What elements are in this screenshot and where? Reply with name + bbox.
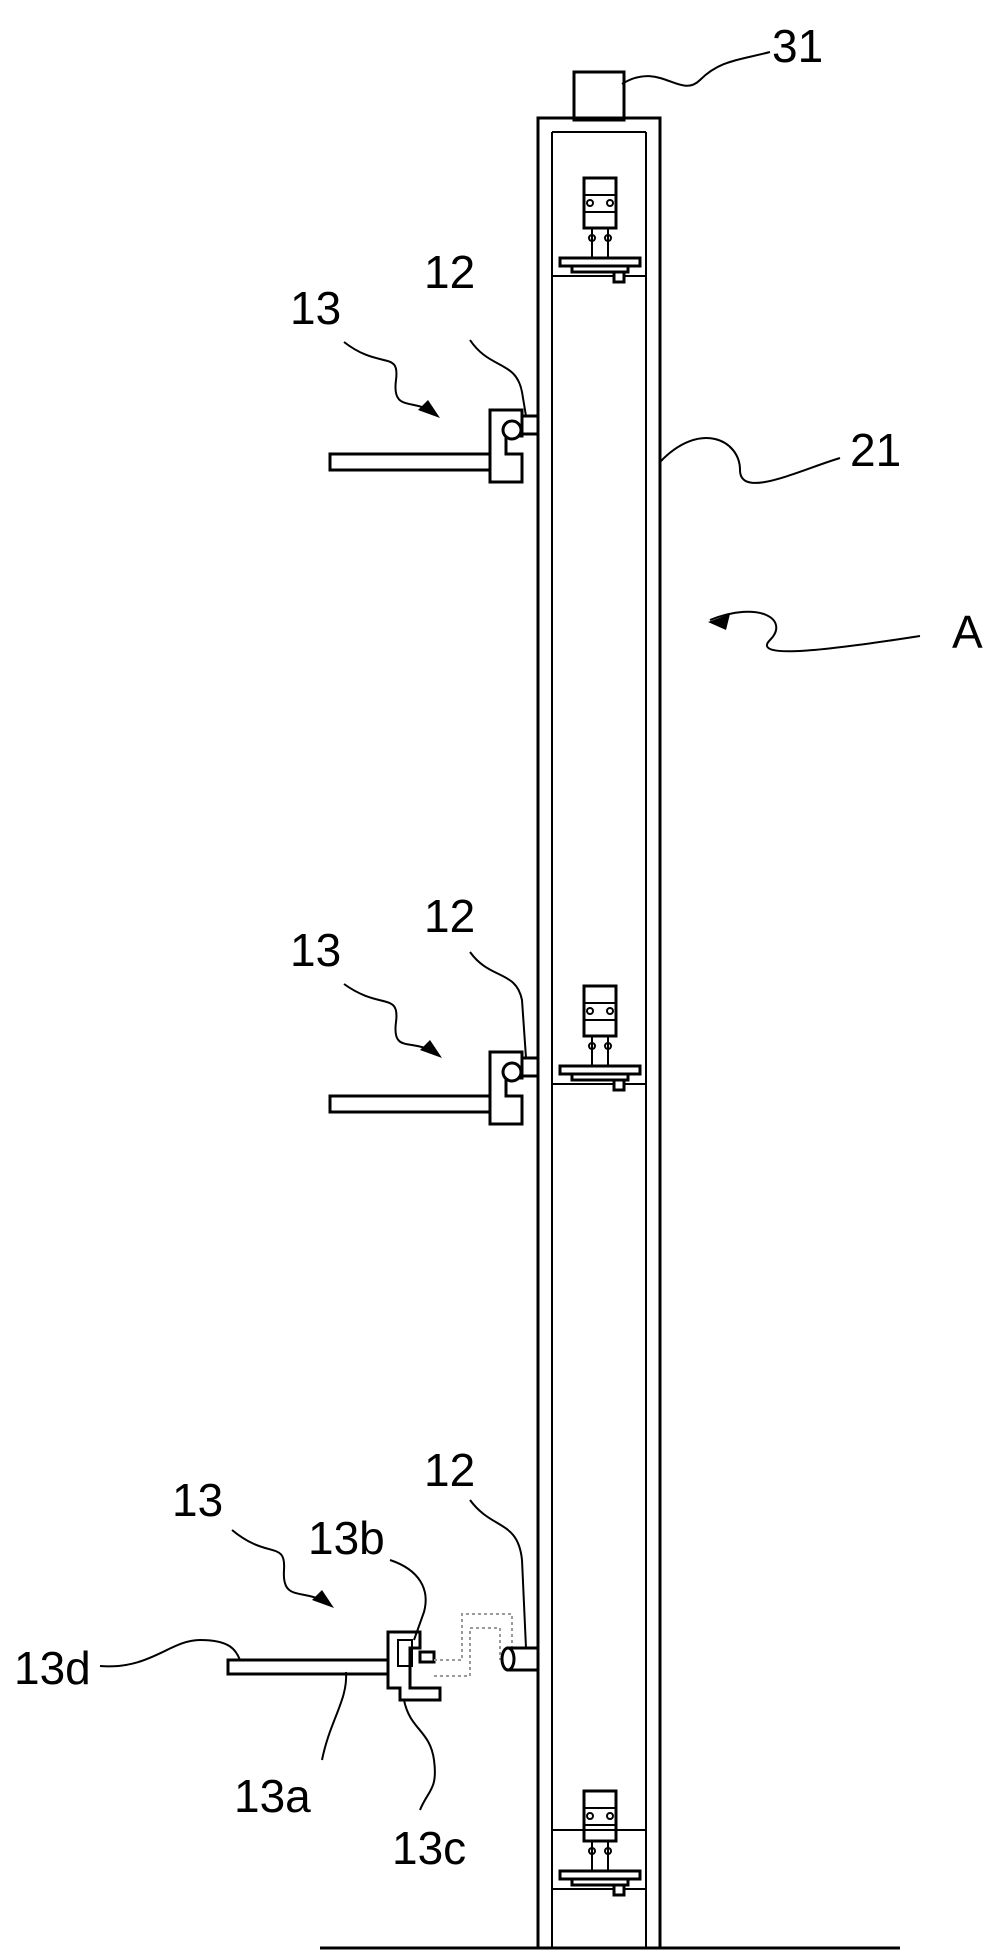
main-column-21 bbox=[536, 116, 662, 1950]
label-12-top: 12 bbox=[424, 246, 475, 298]
bolt-assembly-bottom bbox=[552, 1789, 646, 1897]
label-31: 31 bbox=[772, 20, 823, 72]
leader-12-bottom bbox=[469, 1499, 527, 1649]
arrow-13-top bbox=[418, 400, 440, 418]
arrow-13-bottom bbox=[312, 1590, 334, 1608]
leader-12-top bbox=[469, 339, 527, 417]
leader-21 bbox=[659, 437, 841, 484]
label-12-middle: 12 bbox=[424, 890, 475, 942]
label-13a: 13a bbox=[234, 1770, 311, 1822]
bolt-assembly-top bbox=[552, 176, 646, 284]
bracket-13-top bbox=[328, 408, 540, 484]
label-13-middle: 13 bbox=[290, 924, 341, 976]
leader-A bbox=[709, 610, 921, 653]
bracket-13-bottom bbox=[226, 1630, 442, 1702]
leader-13-top bbox=[343, 341, 431, 411]
bracket-travel-path bbox=[434, 1613, 513, 1661]
leader-13d bbox=[99, 1638, 241, 1668]
label-A: A bbox=[952, 606, 983, 658]
top-cap-31 bbox=[572, 70, 626, 122]
label-21: 21 bbox=[850, 424, 901, 476]
leader-31 bbox=[621, 51, 771, 87]
leader-13b bbox=[389, 1559, 427, 1641]
leader-13-bottom bbox=[231, 1529, 323, 1601]
arrow-13-middle bbox=[420, 1040, 442, 1058]
label-13-bottom: 13 bbox=[172, 1474, 223, 1526]
pin-12-bottom bbox=[500, 1646, 540, 1672]
label-13-top: 13 bbox=[290, 282, 341, 334]
label-13d: 13d bbox=[14, 1642, 91, 1694]
bolt-assembly-middle bbox=[552, 984, 646, 1092]
label-13b: 13b bbox=[308, 1512, 385, 1564]
leader-12-middle bbox=[469, 951, 527, 1059]
arrow-A bbox=[708, 614, 730, 630]
bracket-13-middle bbox=[328, 1050, 540, 1126]
leader-13a bbox=[321, 1671, 348, 1761]
leader-13c bbox=[403, 1699, 436, 1811]
label-13c: 13c bbox=[392, 1822, 466, 1874]
label-12-bottom: 12 bbox=[424, 1444, 475, 1496]
leader-13-middle bbox=[343, 983, 431, 1051]
